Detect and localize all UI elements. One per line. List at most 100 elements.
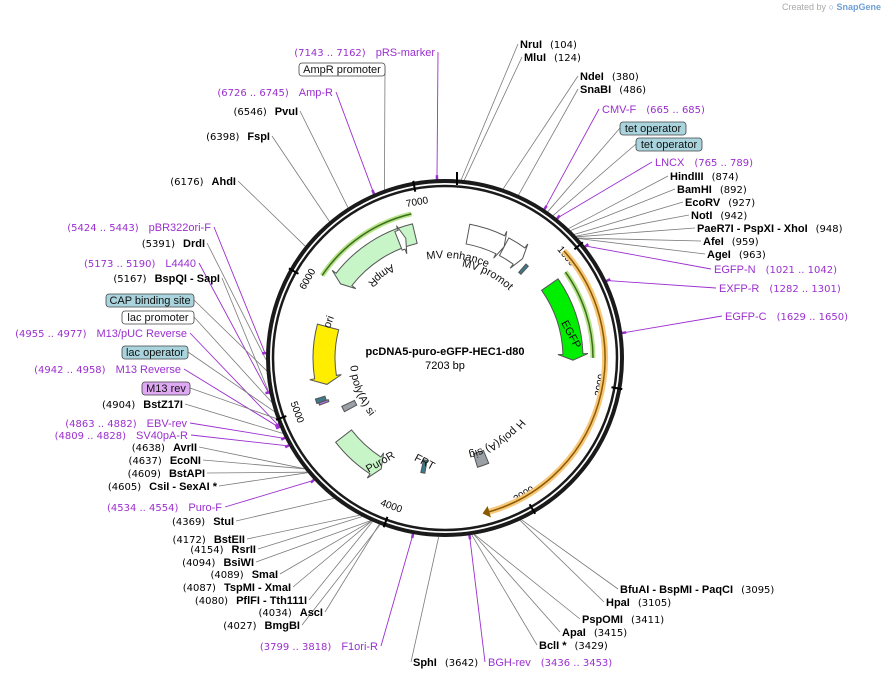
site-label-tspmi-xmai[interactable]: (4087)TspMI - XmaI bbox=[183, 582, 291, 594]
site-label-hpai[interactable]: HpaI(3105) bbox=[606, 597, 671, 609]
puror-feature bbox=[334, 429, 385, 479]
plasmid-name: pcDNA5-puro-eGFP-HEC1-d80 bbox=[366, 346, 525, 358]
primer-name: CMV-F bbox=[602, 104, 637, 116]
site-label-bstapi[interactable]: (4609)BstAPI bbox=[128, 468, 205, 480]
primer-label-sv40pa-r[interactable]: (4809 .. 4828)SV40pA-R bbox=[55, 430, 188, 442]
primer-label-egfp-c[interactable]: EGFP-C (1629 .. 1650) bbox=[725, 311, 848, 323]
site-name: BstEII bbox=[214, 534, 245, 546]
site-label-noti[interactable]: NotI(942) bbox=[691, 210, 747, 222]
feature-box-ampr-promoter[interactable] bbox=[298, 62, 386, 77]
site-name: BmgBI bbox=[265, 620, 300, 632]
primer-name: Amp-R bbox=[299, 87, 333, 99]
site-label-bsiwi[interactable]: (4094)BsiWI bbox=[182, 557, 254, 569]
primer-range: (1629 .. 1650) bbox=[777, 312, 849, 323]
primer-label-bgh-rev[interactable]: BGH-rev(3436 .. 3453) bbox=[488, 657, 612, 669]
primer-label-prs-marker[interactable]: (7143 .. 7162)pRS-marker bbox=[294, 47, 435, 59]
site-label-agei[interactable]: AgeI(963) bbox=[707, 249, 766, 261]
primer-guide-line bbox=[585, 245, 712, 270]
primer-label-egfp-n[interactable]: EGFP-N(1021 .. 1042) bbox=[714, 264, 837, 276]
feature-box-label-m13-rev: M13 rev bbox=[146, 383, 186, 395]
primer-label-m13-puc-reverse[interactable]: (4955 .. 4977)M13/pUC Reverse bbox=[15, 328, 187, 340]
primer-label-cmv-f[interactable]: CMV-F(665 .. 685) bbox=[602, 104, 705, 116]
tick-mark bbox=[528, 503, 537, 515]
tick-label: 7000 bbox=[405, 195, 429, 210]
site-guide-line bbox=[576, 227, 696, 238]
site-guide-line bbox=[206, 242, 267, 360]
m13-rev-marker bbox=[318, 398, 330, 406]
primer-label-lncx[interactable]: LNCX(765 .. 789) bbox=[655, 157, 753, 169]
primer-range: (4809 .. 4828) bbox=[55, 431, 127, 442]
primer-label-amp-r[interactable]: (6726 .. 6745) Amp-R bbox=[217, 87, 333, 99]
site-name: ApaI bbox=[562, 627, 586, 639]
feature-box-lac-promoter[interactable] bbox=[121, 310, 195, 325]
site-label-csii-sexai[interactable]: (4605)CsiI - SexAI * bbox=[108, 481, 218, 493]
primer-range: (6726 .. 6745) bbox=[217, 88, 289, 99]
site-label-bsteii[interactable]: (4172)BstEII bbox=[173, 534, 245, 546]
primer-label-pbr322ori-f[interactable]: (5424 .. 5443)pBR322ori-F bbox=[67, 222, 211, 234]
primer-label-l4440[interactable]: (5173 .. 5190)L4440 bbox=[84, 258, 196, 270]
site-label-smai[interactable]: (4089)SmaI bbox=[210, 569, 278, 581]
site-label-nrui[interactable]: NruI(104) bbox=[520, 39, 577, 51]
primer-name: M13 Reverse bbox=[116, 364, 181, 376]
tick-mark bbox=[611, 386, 623, 391]
feature-box-m13-rev[interactable] bbox=[141, 381, 191, 396]
site-label-afei[interactable]: AfeI(959) bbox=[703, 236, 759, 248]
feature-box-cap-binding-site[interactable] bbox=[105, 293, 195, 308]
site-label-asci[interactable]: (4034) AscI bbox=[258, 607, 323, 619]
site-label-drdi[interactable]: (5391)DrdI bbox=[142, 238, 205, 250]
primer-label-puro-f[interactable]: (4534 .. 4554)Puro-F bbox=[107, 502, 222, 514]
site-name: EcoNI bbox=[170, 455, 201, 467]
site-label-avrii[interactable]: (4638)AvrII bbox=[132, 442, 197, 454]
site-guide-line bbox=[279, 520, 372, 575]
site-guide-line bbox=[473, 534, 561, 633]
site-label-bcli[interactable]: BclI *(3429) bbox=[539, 640, 608, 652]
site-label-ahdi[interactable]: (6176)AhdI bbox=[170, 176, 236, 188]
site-label-bfuai-bspmi-paqci[interactable]: BfuAI - BspMI - PaqCI(3095) bbox=[620, 584, 774, 596]
site-guide-line bbox=[518, 88, 579, 196]
site-label-bamhi[interactable]: BamHI(892) bbox=[677, 184, 747, 196]
primer-range: (4942 .. 4958) bbox=[34, 365, 106, 376]
site-label-stui[interactable]: (4369)StuI bbox=[172, 516, 234, 528]
site-label-apai[interactable]: ApaI(3415) bbox=[562, 627, 627, 639]
site-label-fspi[interactable]: (6398)FspI bbox=[206, 131, 270, 143]
site-position: (4369) bbox=[172, 517, 205, 528]
site-label-paer7i-pspxi-xhoi[interactable]: PaeR7I - PspXI - XhoI(948) bbox=[697, 223, 843, 235]
box-guide-line bbox=[193, 316, 277, 408]
site-name: DrdI bbox=[183, 238, 205, 250]
primer-name: LNCX bbox=[655, 157, 685, 169]
site-label-snabi[interactable]: SnaBI(486) bbox=[580, 84, 646, 96]
site-name: BspQI - SapI bbox=[155, 273, 220, 285]
site-label-bspqi-sapi[interactable]: (5167)BspQI - SapI bbox=[113, 273, 220, 285]
site-label-ecorv[interactable]: EcoRV(927) bbox=[685, 197, 755, 209]
primer-name: EGFP-C bbox=[725, 311, 767, 323]
primer-label-exfp-r[interactable]: EXFP-R(1282 .. 1301) bbox=[719, 283, 841, 295]
site-name: MluI bbox=[524, 52, 546, 64]
site-guide-line bbox=[324, 524, 380, 613]
site-label-mlui[interactable]: MluI(124) bbox=[524, 52, 581, 64]
feature-box-tet-operator[interactable] bbox=[635, 137, 703, 152]
site-label-econi[interactable]: (4637)EcoNI bbox=[129, 455, 201, 467]
site-label-hindiii[interactable]: HindIII(874) bbox=[670, 171, 739, 183]
site-label-pvui[interactable]: (6546)PvuI bbox=[234, 106, 299, 118]
site-label-ndei[interactable]: NdeI(380) bbox=[580, 71, 639, 83]
site-name: AscI bbox=[300, 607, 323, 619]
site-name: BstAPI bbox=[169, 468, 205, 480]
feature-box-tet-operator[interactable] bbox=[619, 121, 687, 136]
snapgene-logo-icon: ○ bbox=[828, 2, 834, 12]
site-label-bmgbi[interactable]: (4027)BmgBI bbox=[223, 620, 300, 632]
tick-mark bbox=[275, 415, 287, 421]
primer-label-f1ori-r[interactable]: (3799 .. 3818)F1ori-R bbox=[260, 641, 378, 653]
site-label-bstz17i[interactable]: (4904)BstZ17I bbox=[102, 399, 183, 411]
primer-label-m13-reverse[interactable]: (4942 .. 4958) M13 Reverse bbox=[34, 364, 181, 376]
site-label-pspomi[interactable]: PspOMI(3411) bbox=[582, 614, 664, 626]
site-label-sphi[interactable]: SphI(3642) bbox=[413, 657, 478, 669]
primer-guide-line bbox=[557, 161, 653, 219]
primer-label-ebv-rev[interactable]: (4863 .. 4882)EBV-rev bbox=[65, 418, 187, 430]
feature-box-lac-operator[interactable] bbox=[121, 345, 189, 360]
site-position: (4034) bbox=[258, 608, 291, 619]
primer-range: (5424 .. 5443) bbox=[67, 223, 139, 234]
site-label-rsrii[interactable]: (4154)RsrII bbox=[190, 544, 256, 556]
site-position: (6546) bbox=[234, 107, 267, 118]
tick-mark bbox=[412, 180, 417, 192]
site-label-pflfi-tth111i[interactable]: (4080)PflFI - Tth111I bbox=[195, 595, 307, 607]
